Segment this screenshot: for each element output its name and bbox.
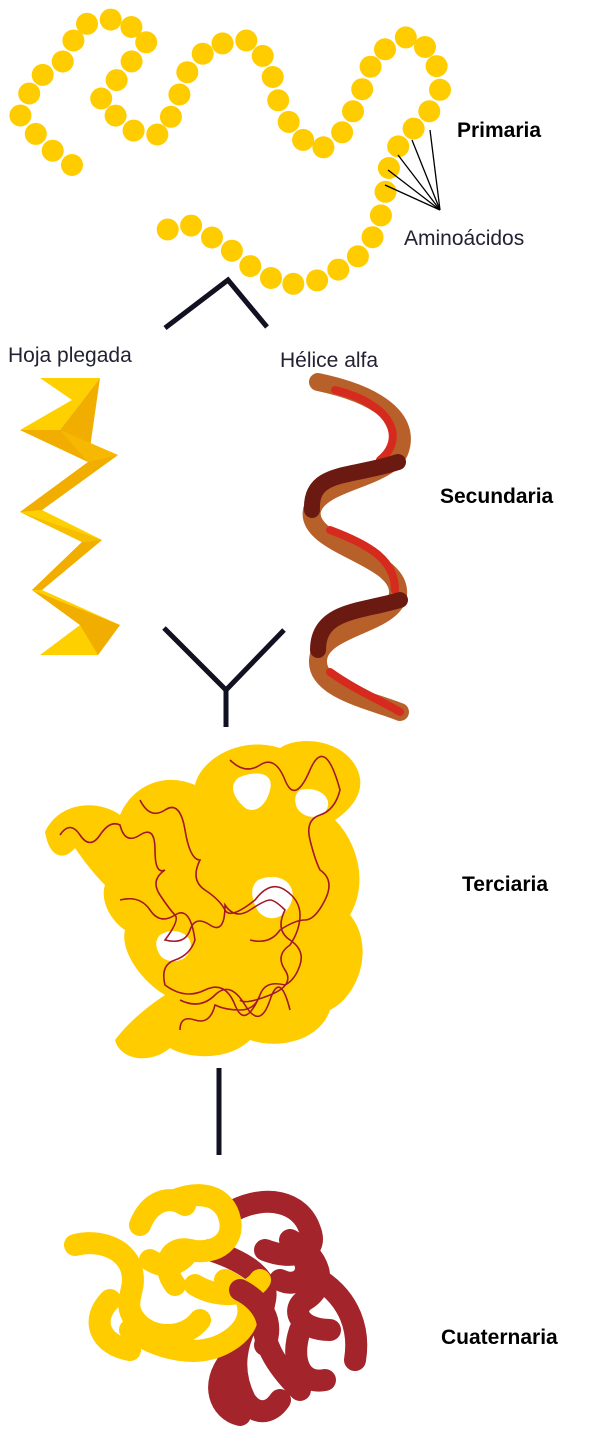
amino-acid-bead	[9, 105, 31, 127]
amino-acid-bead	[135, 31, 157, 53]
alpha-helix-icon	[312, 382, 402, 712]
amino-acid-bead	[429, 79, 451, 101]
amino-acid-bead	[351, 78, 373, 100]
amino-acid-bead	[176, 61, 198, 83]
amino-acid-bead	[414, 36, 436, 58]
amino-acid-bead	[192, 43, 214, 65]
amino-acid-bead	[239, 255, 261, 277]
amino-acid-bead	[418, 100, 440, 122]
amino-acid-bead	[61, 154, 83, 176]
amino-acids-label: Aminoácidos	[404, 227, 524, 250]
amino-acid-bead	[42, 140, 64, 162]
amino-acid-bead	[327, 259, 349, 281]
amino-acid-bead	[252, 45, 274, 67]
connector-primary-secondary	[165, 280, 267, 328]
amino-acid-bead	[235, 30, 257, 52]
amino-acid-bead	[387, 135, 409, 157]
amino-acid-bead	[212, 32, 234, 54]
folded-protein-icon	[45, 741, 363, 1058]
sheet-label: Hoja plegada	[8, 344, 132, 367]
amino-acid-bead	[201, 227, 223, 249]
amino-acid-bead	[260, 267, 282, 289]
amino-acid-bead	[25, 123, 47, 145]
amino-acid-bead	[331, 121, 353, 143]
amino-acid-bead	[426, 55, 448, 77]
beta-sheet-icon	[20, 378, 120, 655]
amino-acid-bead	[32, 64, 54, 86]
amino-acid-bead	[168, 84, 190, 106]
amino-acid-bead	[360, 56, 382, 78]
amino-acid-bead	[278, 111, 300, 133]
amino-acid-bead	[378, 157, 400, 179]
amino-acid-bead	[306, 269, 328, 291]
helix-label: Hélice alfa	[280, 349, 378, 372]
amino-acid-bead	[312, 136, 334, 158]
amino-acid-bead	[100, 9, 122, 31]
amino-acid-bead	[106, 69, 128, 91]
amino-acid-bead	[292, 129, 314, 151]
amino-acid-bead	[374, 38, 396, 60]
amino-acid-bead	[375, 181, 397, 203]
secondary-label: Secundaria	[440, 485, 554, 508]
amino-acid-bead	[146, 124, 168, 146]
amino-acid-bead	[221, 240, 243, 262]
amino-acid-chain-icon	[9, 9, 451, 295]
quaternary-label: Cuaternaria	[441, 1326, 558, 1349]
amino-acid-bead	[362, 226, 384, 248]
amino-acid-bead	[370, 204, 392, 226]
amino-acid-bead	[342, 100, 364, 122]
amino-acid-bead	[403, 118, 425, 140]
connector-secondary-tertiary	[164, 628, 284, 727]
amino-acid-bead	[76, 13, 98, 35]
primary-label: Primaria	[457, 119, 541, 142]
amino-acid-bead	[18, 83, 40, 105]
amino-acid-bead	[90, 88, 112, 110]
amino-acid-bead	[160, 106, 182, 128]
amino-acid-bead	[52, 51, 74, 73]
protein-complex-icon	[75, 1195, 356, 1415]
amino-acid-bead	[262, 66, 284, 88]
amino-acid-bead	[282, 273, 304, 295]
amino-acid-bead	[121, 50, 143, 72]
amino-acid-bead	[347, 245, 369, 267]
amino-acid-bead	[180, 215, 202, 237]
amino-acid-bead	[157, 219, 179, 241]
amino-acid-bead	[395, 26, 417, 48]
amino-acid-bead	[105, 105, 127, 127]
amino-acid-bead	[267, 89, 289, 111]
tertiary-label: Terciaria	[462, 873, 548, 896]
amino-acid-bead	[123, 120, 145, 142]
